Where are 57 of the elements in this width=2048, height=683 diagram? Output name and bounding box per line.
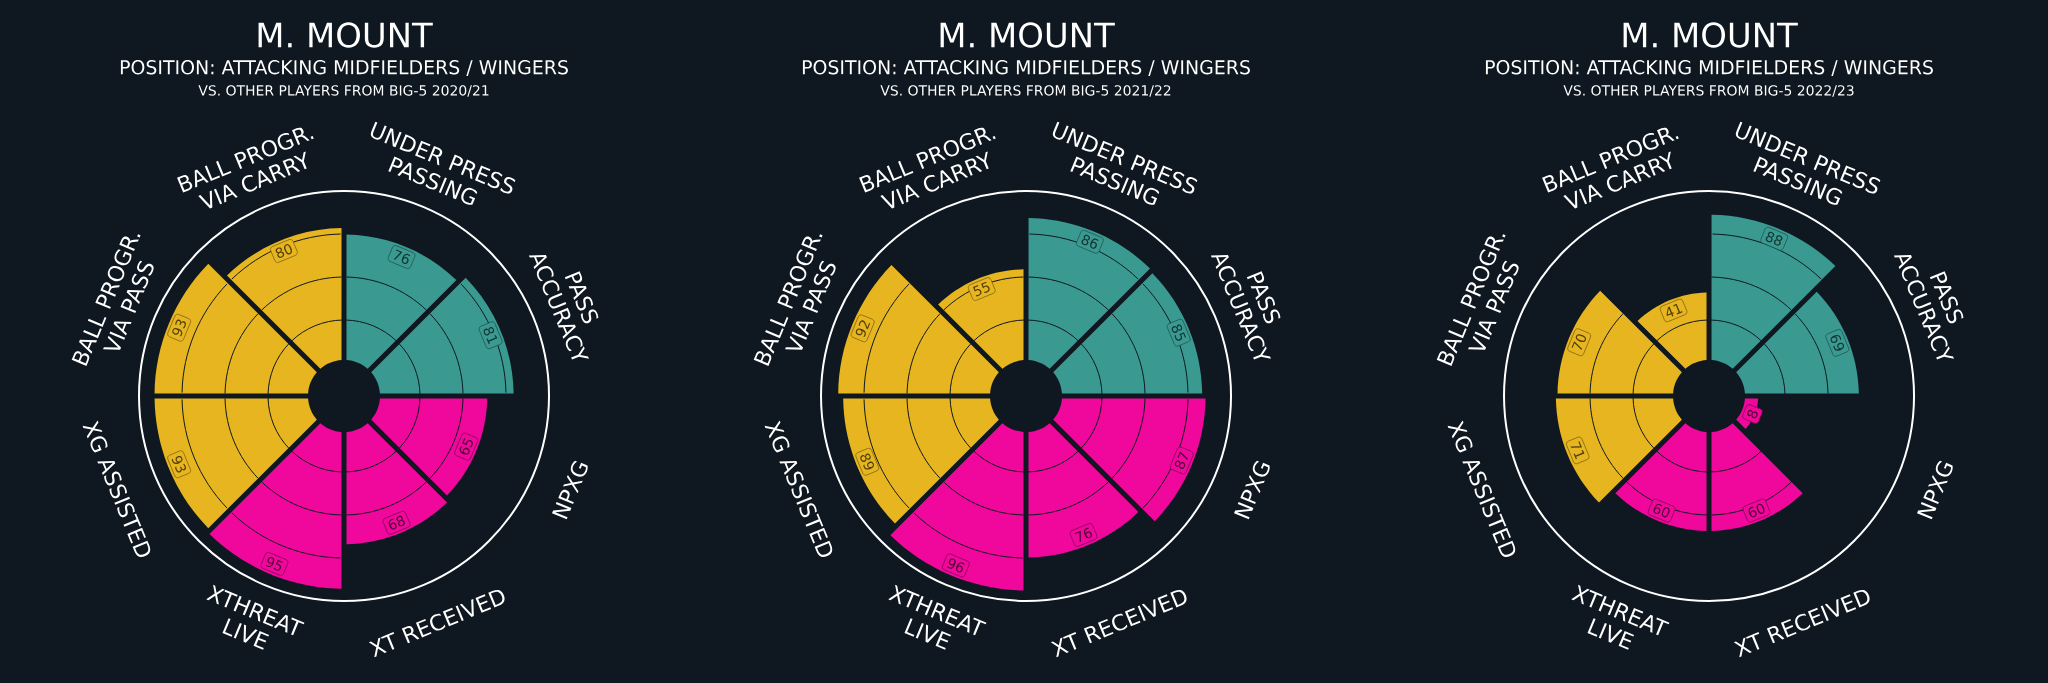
polar-bar — [1053, 397, 1206, 522]
polar-bar — [227, 228, 343, 369]
value-badge: 65 — [454, 432, 479, 461]
polar-bar — [371, 277, 514, 395]
value-badge: 89 — [855, 447, 880, 476]
polar-bar — [843, 397, 999, 524]
polar-bar — [154, 263, 317, 395]
chart-subtitle: POSITION: ATTACKING MIDFIELDERS / WINGERS — [1485, 60, 1933, 76]
chart-title: M. MOUNT — [258, 22, 433, 48]
comparison-note: VS. OTHER PLAYERS FROM BIG-5 2022/23 — [1563, 85, 1854, 97]
chart-title: M. MOUNT — [940, 22, 1115, 48]
chart-subtitle: POSITION: ATTACKING MIDFIELDERS / WINGERS — [802, 60, 1250, 76]
value-badge: 76 — [387, 245, 416, 269]
polar-bar — [1736, 291, 1859, 395]
value-badge: 80 — [270, 239, 298, 263]
value-badge: 85 — [1166, 318, 1191, 347]
value-badge: 70 — [1567, 328, 1592, 357]
value-badge: 81 — [478, 321, 503, 350]
category-label: NPXG — [1234, 460, 1270, 520]
comparison-note: VS. OTHER PLAYERS FROM BIG-5 2021/22 — [880, 85, 1171, 97]
polar-bar — [371, 397, 488, 496]
value-badge: 8 — [1742, 404, 1763, 424]
value-badge: 86 — [1076, 229, 1104, 254]
polar-bar — [1736, 398, 1763, 429]
polar-bar — [345, 234, 457, 369]
chart-subtitle: POSITION: ATTACKING MIDFIELDERS / WINGERS — [120, 60, 568, 76]
polar-bar — [938, 269, 1025, 369]
polar-bar — [1615, 423, 1708, 531]
polar-bar — [1555, 397, 1682, 503]
value-badge: 69 — [1825, 328, 1850, 357]
value-badge: 87 — [1169, 446, 1194, 475]
value-badge: 60 — [1742, 498, 1771, 523]
value-badge: 92 — [850, 314, 875, 343]
comparison-note: VS. OTHER PLAYERS FROM BIG-5 2020/21 — [198, 85, 489, 97]
value-badge: 93 — [167, 313, 192, 342]
value-badge: 68 — [382, 510, 411, 535]
value-badge: 60 — [1647, 498, 1676, 523]
value-badge: 95 — [260, 552, 289, 576]
value-badge: 71 — [1565, 436, 1590, 465]
category-label: NPXG — [552, 460, 588, 520]
polar-bar — [1710, 423, 1803, 531]
value-badge: 76 — [1069, 523, 1098, 547]
value-badge: 93 — [167, 450, 192, 479]
polar-bar — [345, 423, 447, 545]
polar-bar — [1053, 273, 1203, 395]
node-label: 55 — [972, 281, 990, 297]
polar-bar — [1027, 423, 1139, 558]
polar-bar — [154, 397, 317, 529]
value-badge: 41 — [1659, 298, 1688, 323]
polar-bar — [1637, 292, 1708, 369]
value-badge: 96 — [941, 553, 970, 578]
chart-title: M. MOUNT — [1623, 22, 1798, 48]
category-label: NPXG — [1917, 460, 1953, 520]
polar-bar — [1027, 218, 1151, 369]
value-badge: 88 — [1760, 226, 1789, 251]
value-badge: 55 — [967, 277, 996, 301]
node-label: 41 — [1666, 303, 1683, 317]
